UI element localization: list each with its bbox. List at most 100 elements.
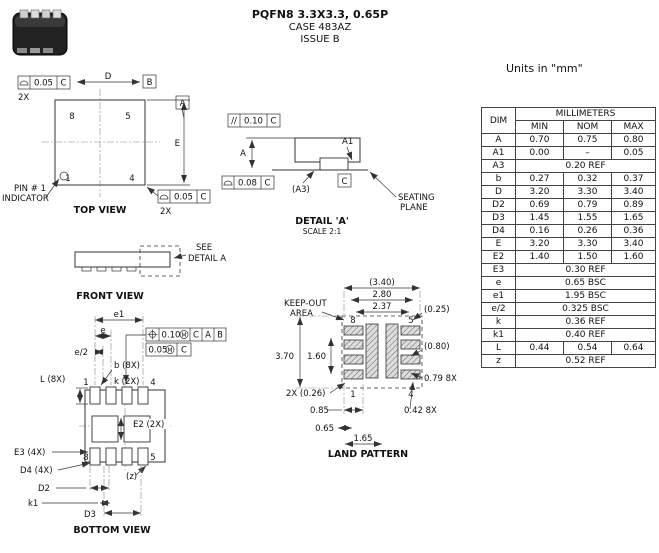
mmc-modifier-letter: M xyxy=(167,347,172,354)
dim-table-cell: 0.52 REF xyxy=(515,354,656,368)
bottom-view: e1 e e/2 0.10 M C A B xyxy=(14,310,227,536)
keepout-outline xyxy=(341,315,423,389)
dim-165-label: 1.65 xyxy=(354,434,373,444)
pin-8-label: 8 xyxy=(350,316,355,326)
datum-b-label: B xyxy=(147,78,153,88)
profile-of-surface-icon xyxy=(19,80,29,86)
dim-085-label: 0.85 xyxy=(310,406,329,416)
pin-8-label: 8 xyxy=(69,112,74,122)
bottom-view-caption: BOTTOM VIEW xyxy=(73,525,151,536)
pin-1-label: 1 xyxy=(350,390,355,400)
case-number: CASE 483AZ xyxy=(288,22,352,33)
keepout-note-line2: AREA xyxy=(290,309,313,319)
dim-l-label: L (8X) xyxy=(40,375,65,385)
mmc-modifier-letter: M xyxy=(181,332,186,339)
fcf-datum: C xyxy=(193,331,199,341)
dim-370-label: 3.70 xyxy=(275,352,294,362)
datum-a-label: A xyxy=(180,99,186,109)
keepout-note-line1: KEEP-OUT xyxy=(284,299,327,309)
detail-a: // 0.10 C A 0.08 C A1 (A3) xyxy=(221,113,435,236)
front-view-caption: FRONT VIEW xyxy=(76,291,144,302)
fcf-tolerance: 0.05 xyxy=(34,79,53,89)
front-view: SEE DETAIL A FRONT VIEW xyxy=(74,243,226,302)
fcf-tolerance: 0.08 xyxy=(238,179,257,189)
dim-e-label: E xyxy=(175,139,180,149)
dim-065-label: 0.65 xyxy=(315,424,334,434)
fcf-parallelism: // 0.10 C xyxy=(227,113,281,128)
dim-a-label: A xyxy=(240,149,246,159)
dim-237-label: 2.37 xyxy=(373,302,392,312)
dim-025-label: (0.25) xyxy=(424,305,450,315)
seating-plane-note-line1: SEATING xyxy=(398,193,435,203)
pin1-indicator-dot xyxy=(59,171,69,181)
fcf-datum: C xyxy=(265,179,271,189)
dim-e-half-label: e/2 xyxy=(74,348,88,358)
dim-d2-label: D2 xyxy=(38,484,50,494)
center-pad-left xyxy=(365,323,379,379)
fcf-datum: C xyxy=(201,193,207,203)
dim-d4-label: D4 (4X) xyxy=(20,466,53,476)
dim-160-label: 1.60 xyxy=(307,352,326,362)
detail-a-caption: DETAIL 'A' xyxy=(295,216,349,227)
dim-080-label: (0.80) xyxy=(424,342,450,352)
fcf-tolerance: 0.10 xyxy=(244,117,263,127)
mmc-modifier-icon xyxy=(179,330,189,339)
top-view: 0.05 C 2X D B A E 8 5 1 4 xyxy=(2,72,211,217)
dim-k1-label: k1 xyxy=(28,499,38,509)
dim-042-label: 0.42 8X xyxy=(404,406,437,416)
fcf-datum: A xyxy=(205,331,211,341)
see-detail-note-line1: SEE xyxy=(196,243,212,253)
fcf-count: 2X xyxy=(160,207,171,217)
issue-revision: ISSUE B xyxy=(300,34,340,45)
dim-k-label: k (2X) xyxy=(114,377,140,387)
seating-plane-note-line2: PLANE xyxy=(400,203,428,213)
units-note: Units in "mm" xyxy=(506,62,583,75)
profile-of-surface-icon xyxy=(223,180,233,186)
see-detail-note-line2: DETAIL A xyxy=(188,254,226,264)
pin1-note-line1: PIN # 1 xyxy=(14,184,46,194)
fcf-profile-top: 0.05 C xyxy=(17,75,71,90)
dim-e-label: e xyxy=(100,326,105,336)
fcf-datum: C xyxy=(271,117,277,127)
dim-a1-label: A1 xyxy=(342,137,353,147)
parallelism-symbol: // xyxy=(231,117,237,127)
dim-340-label: (3.40) xyxy=(369,278,395,288)
land-pattern: (3.40) 2.80 2.37 KEEP-OUT AREA (0.25) 8 … xyxy=(275,278,457,460)
front-body xyxy=(74,251,171,268)
fcf-tolerance: 0.05 xyxy=(174,193,193,203)
dim-079-label: 0.79 8X xyxy=(424,374,457,384)
datum-b-box xyxy=(142,74,157,89)
center-pad-right xyxy=(385,323,399,379)
fcf-profile-bottom: 0.05 C xyxy=(157,189,211,204)
land-pattern-caption: LAND PATTERN xyxy=(328,449,408,460)
fcf-profile-seating: 0.08 C xyxy=(221,175,275,190)
exposed-pad-left xyxy=(91,415,119,443)
position-symbol-icon xyxy=(147,329,158,340)
fcf-datum: B xyxy=(217,331,223,341)
datum-c-box xyxy=(337,173,352,188)
pin-1-label: 1 xyxy=(83,378,88,388)
datum-c-label: C xyxy=(342,177,348,187)
dim-d3-label: D3 xyxy=(84,510,96,520)
pin-5-label: 5 xyxy=(125,112,130,122)
dim-e2-label: E2 (2X) xyxy=(133,420,164,430)
fcf-datum: C xyxy=(61,79,67,89)
pin-5-label: 5 xyxy=(408,316,413,326)
pin1-note-line2: INDICATOR xyxy=(2,194,49,204)
lead-profile xyxy=(319,157,349,171)
fcf-position-2: 0.05 M C xyxy=(145,342,192,357)
pin-4-label: 4 xyxy=(150,378,155,388)
dim-026-label: 2X (0.26) xyxy=(286,389,326,399)
mmc-modifier-icon xyxy=(165,345,175,354)
dim-280-label: 2.80 xyxy=(373,290,392,300)
